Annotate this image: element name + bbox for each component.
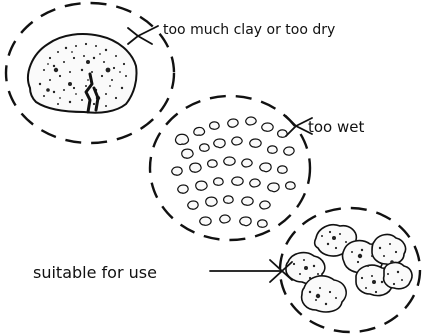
wet-crumbs	[172, 117, 295, 227]
clump-7	[384, 263, 412, 289]
sample-too-wet: too wet	[150, 96, 365, 240]
sample-clay-dry: too much clay or too dry	[6, 3, 335, 143]
arrow-clay-dry	[128, 26, 158, 44]
label-too-wet: too wet	[308, 118, 365, 136]
clump-5	[302, 276, 347, 312]
label-suitable: suitable for use	[33, 263, 157, 282]
clump-3	[372, 235, 406, 265]
label-clay-dry: too much clay or too dry	[163, 22, 335, 38]
sample-suitable: suitable for use	[33, 208, 420, 332]
